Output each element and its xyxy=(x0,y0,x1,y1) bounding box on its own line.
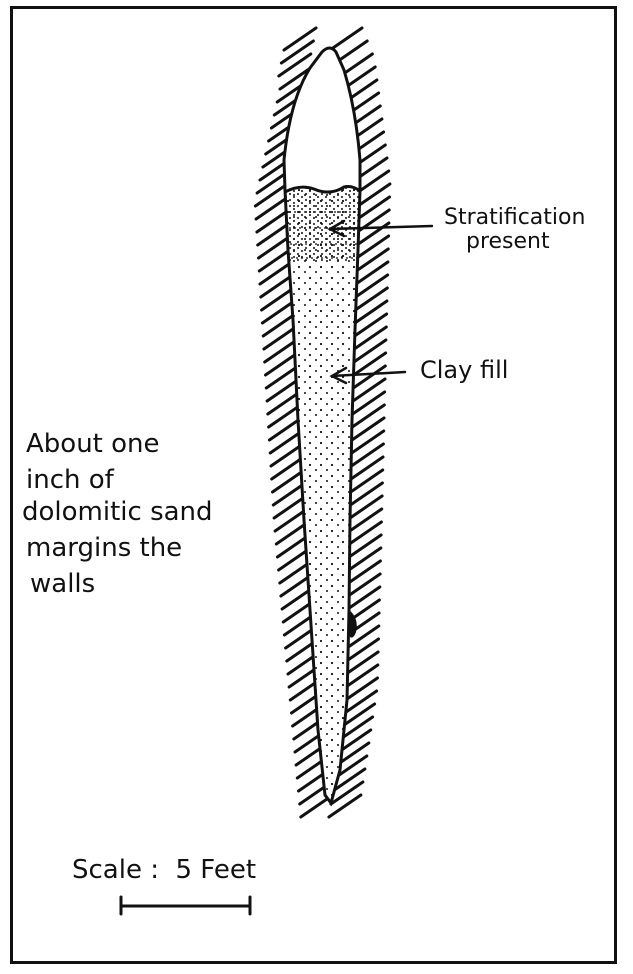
scale-label: Scale : 5 Feet xyxy=(72,855,256,885)
stratification-label-line2: present xyxy=(466,229,550,254)
margin-note-line-5: walls xyxy=(30,569,95,599)
stratification-label-line1: Stratification xyxy=(444,205,585,230)
margin-note-line-2: inch of xyxy=(26,465,115,495)
margin-note-line-4: margins the xyxy=(26,533,182,563)
clay-fill-arrow xyxy=(332,368,405,383)
stratified-zone xyxy=(286,188,359,263)
margin-note: About one inch of dolomitic sand margins… xyxy=(22,429,213,599)
margin-note-line-1: About one xyxy=(26,429,160,459)
clay-fill-label: Clay fill xyxy=(420,356,508,384)
scale-bar xyxy=(121,897,250,914)
margin-note-line-3: dolomitic sand xyxy=(22,497,213,527)
